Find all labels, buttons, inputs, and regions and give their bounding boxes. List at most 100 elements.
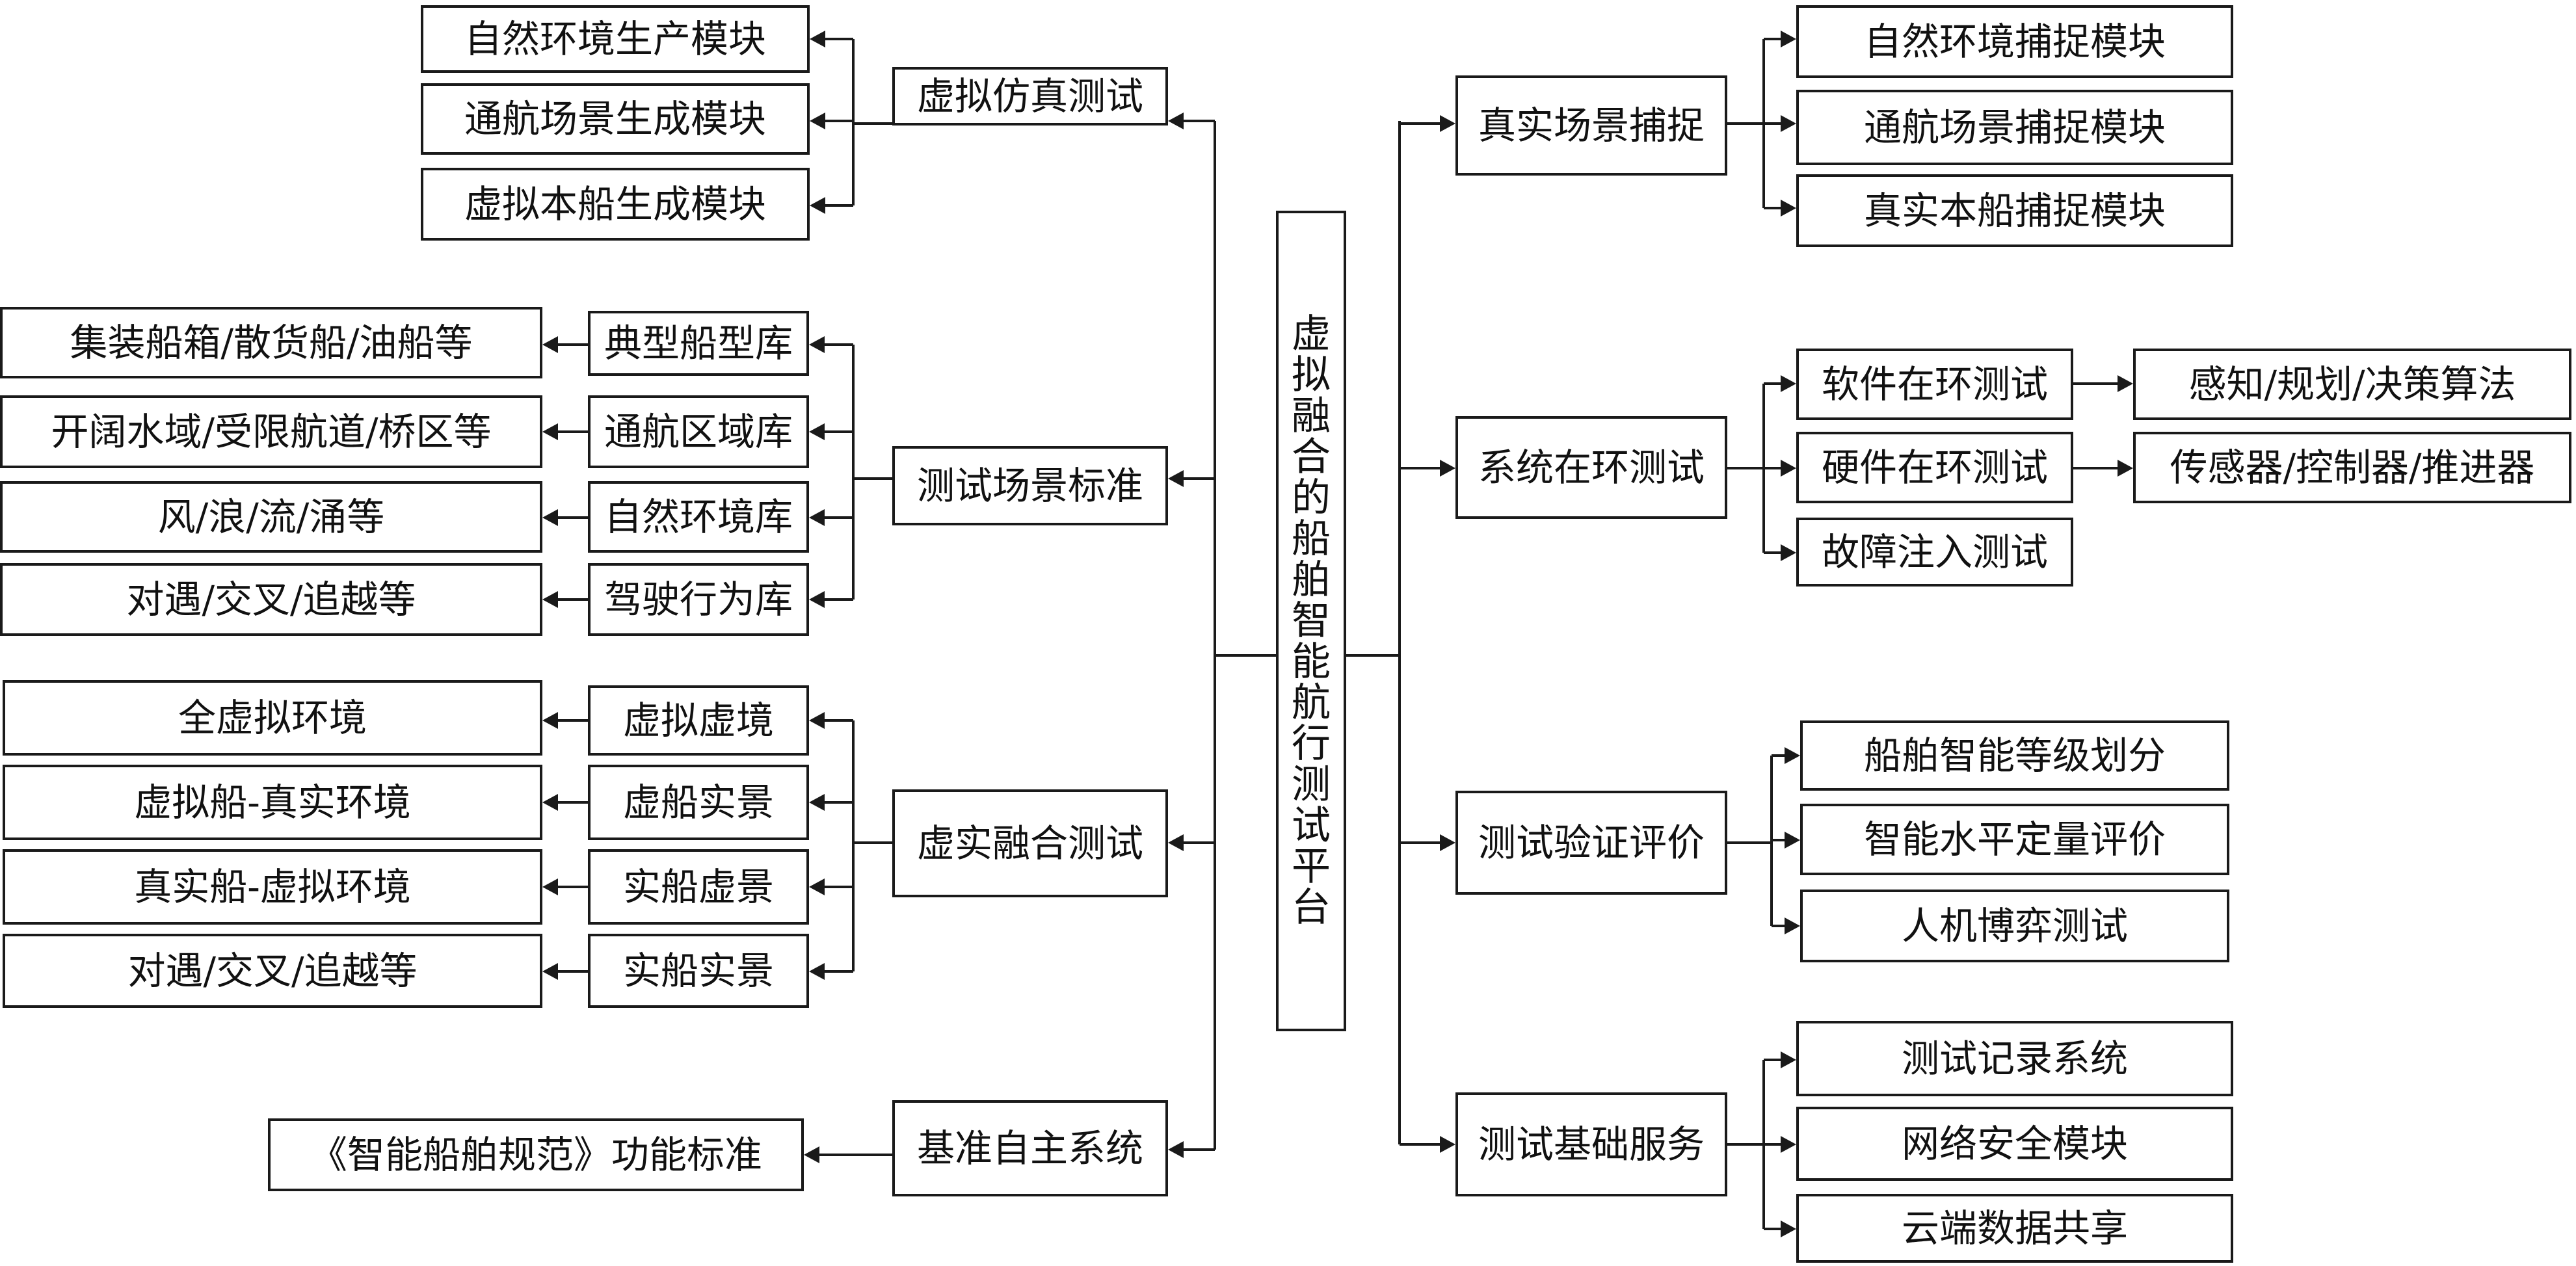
left-comb-arrowhead [810,197,825,214]
right-comb-arrowhead [1781,115,1796,132]
root-node-platform: 虚拟融合的船舶智能航行测试平台 [1276,211,1346,1031]
root-title-char: 智 [1292,598,1331,644]
library-example-arrowhead [542,509,558,526]
right-branch-arrowhead [1440,115,1455,132]
left-comb-arrowhead [810,31,825,47]
left-comb-arrowhead [810,112,825,129]
node-virtual-ship-real-env: 虚拟船-真实环境 [3,765,542,840]
right-comb-arrowhead [1781,1220,1796,1237]
right-comb-arrowhead [1781,31,1796,47]
library-example-arrowhead [542,423,558,440]
node-test-verification-evaluation: 测试验证评价 [1455,791,1727,895]
root-title-char: 航 [1292,679,1331,726]
node-software-in-loop: 软件在环测试 [1796,349,2073,420]
root-title-char: 台 [1292,884,1331,930]
node-virtual-ship-real-scene-mode: 虚船实景 [588,765,809,840]
right-comb-arrowhead [1781,460,1796,477]
right-comb-arrowhead [1781,200,1796,217]
node-test-infrastructure-service: 测试基础服务 [1455,1092,1727,1196]
node-natural-env-examples: 风/浪/流/涌等 [0,481,542,553]
node-real-ship-virtual-scene-mode: 实船虚景 [588,849,809,925]
node-system-in-loop-test: 系统在环测试 [1455,416,1727,519]
root-title-char: 船 [1292,516,1331,562]
node-driving-behavior-examples: 对遇/交叉/追越等 [0,563,542,636]
mode-example-arrowhead [542,878,558,895]
left-comb-arrowhead [809,509,825,526]
mode-example-arrowhead [542,963,558,980]
node-perception-planning-algorithms: 感知/规划/决策算法 [2133,349,2571,420]
node-natural-env-capture: 自然环境捕捉模块 [1796,5,2233,78]
detail-arrowhead [2118,460,2133,477]
node-real-ship-virtual-env: 真实船-虚拟环境 [3,849,542,925]
node-real-scene-capture: 真实场景捕捉 [1455,75,1727,176]
node-navigation-area-examples: 开阔水域/受限航道/桥区等 [0,395,542,468]
node-ship-type-examples: 集装船箱/散货船/油船等 [0,307,542,378]
node-real-ownship-capture: 真实本船捕捉模块 [1796,174,2233,247]
right-comb-arrowhead [1785,747,1800,764]
node-network-security-module: 网络安全模块 [1796,1107,2233,1181]
node-virtual-real-fusion-test: 虚实融合测试 [892,789,1168,897]
node-natural-env-library: 自然环境库 [588,481,809,553]
node-navigation-area-library: 通航区域库 [588,395,809,468]
node-fault-injection-test: 故障注入测试 [1796,518,2073,587]
node-virtual-virtual-mode: 虚拟虚境 [588,685,809,756]
left-comb-arrowhead [809,963,825,980]
node-intelligence-level-classification: 船舶智能等级划分 [1800,720,2229,791]
node-smart-ship-code-standard: 《智能船舶规范》功能标准 [268,1118,804,1191]
node-virtual-ownship-generation: 虚拟本船生成模块 [421,168,810,241]
root-title-char: 测 [1292,761,1331,808]
mode-example-arrowhead [542,794,558,811]
node-virtual-sim-test: 虚拟仿真测试 [892,67,1168,125]
mode-example-arrowhead [542,712,558,729]
root-title-char: 平 [1292,843,1331,890]
right-comb-arrowhead [1785,917,1800,934]
right-comb-arrowhead [1781,544,1796,561]
library-example-arrowhead [542,591,558,608]
node-baseline-autonomy-system: 基准自主系统 [892,1100,1168,1196]
node-traffic-scene-generation: 通航场景生成模块 [421,83,810,155]
left-comb-arrowhead [809,591,825,608]
left-comb-arrowhead [809,423,825,440]
left-branch-arrowhead [1168,834,1184,851]
root-title-char: 能 [1292,639,1331,685]
right-comb-arrowhead [1781,1051,1796,1068]
left-comb-arrowhead [809,336,825,353]
library-example-arrowhead [542,336,558,353]
right-comb-arrowhead [1785,832,1800,849]
node-traffic-scene-capture: 通航场景捕捉模块 [1796,90,2233,165]
right-branch-arrowhead [1440,1136,1455,1153]
root-title-char: 行 [1292,720,1331,767]
root-title-char: 融 [1292,393,1331,439]
right-branch-arrowhead [1440,460,1455,477]
left-comb-arrowhead [809,712,825,729]
root-title-char: 试 [1292,802,1331,849]
node-sensor-controller-propulsor: 传感器/控制器/推进器 [2133,432,2571,503]
root-title-char: 拟 [1292,352,1331,398]
node-driving-behavior-library: 驾驶行为库 [588,563,809,636]
node-cloud-data-sharing: 云端数据共享 [1796,1194,2233,1263]
left-branch-arrowhead [1168,1141,1184,1158]
left-branch-arrowhead [1168,470,1184,487]
right-branch-arrowhead [1440,834,1455,851]
node-hardware-in-loop: 硬件在环测试 [1796,432,2073,503]
node-ship-type-library: 典型船型库 [588,311,809,376]
right-comb-arrowhead [1781,1136,1796,1153]
root-title-char: 虚 [1292,311,1331,357]
left-branch-arrowhead [1168,112,1184,129]
left-comb-arrowhead [809,878,825,895]
node-intelligence-quantitative-evaluation: 智能水平定量评价 [1800,804,2229,875]
detail-arrowhead [2118,375,2133,392]
node-test-scene-standard: 测试场景标准 [892,446,1168,525]
root-title-char: 的 [1292,475,1331,521]
right-comb-arrowhead [1781,375,1796,392]
node-full-virtual-env: 全虚拟环境 [3,680,542,756]
node-test-record-system: 测试记录系统 [1796,1021,2233,1096]
root-title-char: 合 [1292,434,1331,480]
root-title-char: 舶 [1292,557,1331,603]
node-encounter-scenarios: 对遇/交叉/追越等 [3,934,542,1008]
node-real-ship-real-scene-mode: 实船实景 [588,934,809,1008]
left-comb-arrowhead [809,794,825,811]
node-natural-env-generation: 自然环境生产模块 [421,5,810,73]
